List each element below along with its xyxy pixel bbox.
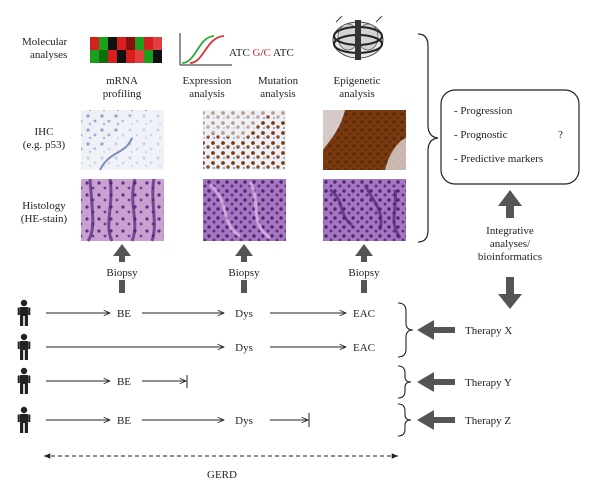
row2-eac: EAC xyxy=(353,342,375,354)
molecular-analyses-title-2: analyses xyxy=(30,49,67,61)
outcome-progression: - Progression xyxy=(454,105,513,117)
therapy-y-label: Therapy Y xyxy=(465,377,512,389)
ihc-image-dys xyxy=(203,110,286,170)
outcome-predictive: - Predictive markers xyxy=(454,153,543,165)
row4-dys: Dys xyxy=(235,415,253,427)
mutation-label: Mutation xyxy=(258,75,299,87)
integrative-label-3: bioinformatics xyxy=(478,251,542,263)
epigenetic-label-2: analysis xyxy=(339,88,374,100)
row2-dys: Dys xyxy=(235,342,253,354)
row3-be: BE xyxy=(117,376,131,388)
outcome-question: ? xyxy=(558,129,563,141)
integrative-up-arrow xyxy=(498,190,522,218)
integrative-down-arrow xyxy=(498,277,522,309)
heatmap-icon xyxy=(90,37,162,63)
outcome-prognostic: - Prognostic xyxy=(454,129,508,141)
patient-2-icon xyxy=(17,333,31,360)
row1-dys: Dys xyxy=(235,308,253,320)
analysis-brace xyxy=(417,33,439,243)
therapy-z-arrow xyxy=(417,410,455,430)
biopsy-label-eac: Biopsy xyxy=(348,267,380,279)
gerd-label: GERD xyxy=(207,469,237,481)
patient-1-icon xyxy=(17,299,31,326)
biopsy-arrow-be xyxy=(113,244,131,262)
therapy-z-label: Therapy Z xyxy=(465,415,511,427)
mutation-sequence: ATC G/C ATC xyxy=(229,47,294,59)
ihc-image-eac xyxy=(323,110,406,170)
biopsy-stem-be xyxy=(119,280,125,293)
therapy-x-brace xyxy=(397,302,414,358)
patient-3-icon xyxy=(17,367,31,394)
therapy-z-brace xyxy=(397,403,412,437)
therapy-x-label: Therapy X xyxy=(465,325,512,337)
therapy-x-arrow xyxy=(417,320,455,340)
row1-be: BE xyxy=(117,308,131,320)
ihc-image-be xyxy=(81,110,164,171)
nucleosome-icon xyxy=(332,15,384,60)
biopsy-label-be: Biopsy xyxy=(106,267,138,279)
histology-image-be xyxy=(81,178,164,242)
biopsy-arrow-dys xyxy=(235,244,253,262)
ihc-label-2: (e.g. p53) xyxy=(23,139,66,151)
therapy-y-brace xyxy=(397,365,412,399)
ihc-label: IHC xyxy=(35,126,54,138)
expression-label-2: analysis xyxy=(189,88,224,100)
mrna-label: mRNA xyxy=(106,75,138,87)
therapy-y-arrow xyxy=(417,372,455,392)
outcomes-box xyxy=(440,89,580,185)
patient-4-icon xyxy=(17,406,31,433)
mrna-label-2: profiling xyxy=(103,88,142,100)
expression-label: Expression xyxy=(183,75,232,87)
row1-eac: EAC xyxy=(353,308,375,320)
histology-label-2: (HE-stain) xyxy=(21,213,68,225)
expression-curve-icon xyxy=(179,33,232,66)
molecular-analyses-title: Molecular xyxy=(22,36,68,48)
row4-be: BE xyxy=(117,415,131,427)
biopsy-stem-eac xyxy=(361,280,367,293)
biopsy-arrow-eac xyxy=(355,244,373,262)
biopsy-stem-dys xyxy=(241,280,247,293)
histology-image-dys xyxy=(203,179,286,241)
integrative-label-2: analyses/ xyxy=(490,238,531,250)
histology-label: Histology xyxy=(22,200,66,212)
integrative-label: Integrative xyxy=(486,225,534,237)
histology-image-eac xyxy=(323,179,406,241)
mutation-label-2: analysis xyxy=(260,88,295,100)
epigenetic-label: Epigenetic xyxy=(333,75,380,87)
biopsy-label-dys: Biopsy xyxy=(228,267,260,279)
